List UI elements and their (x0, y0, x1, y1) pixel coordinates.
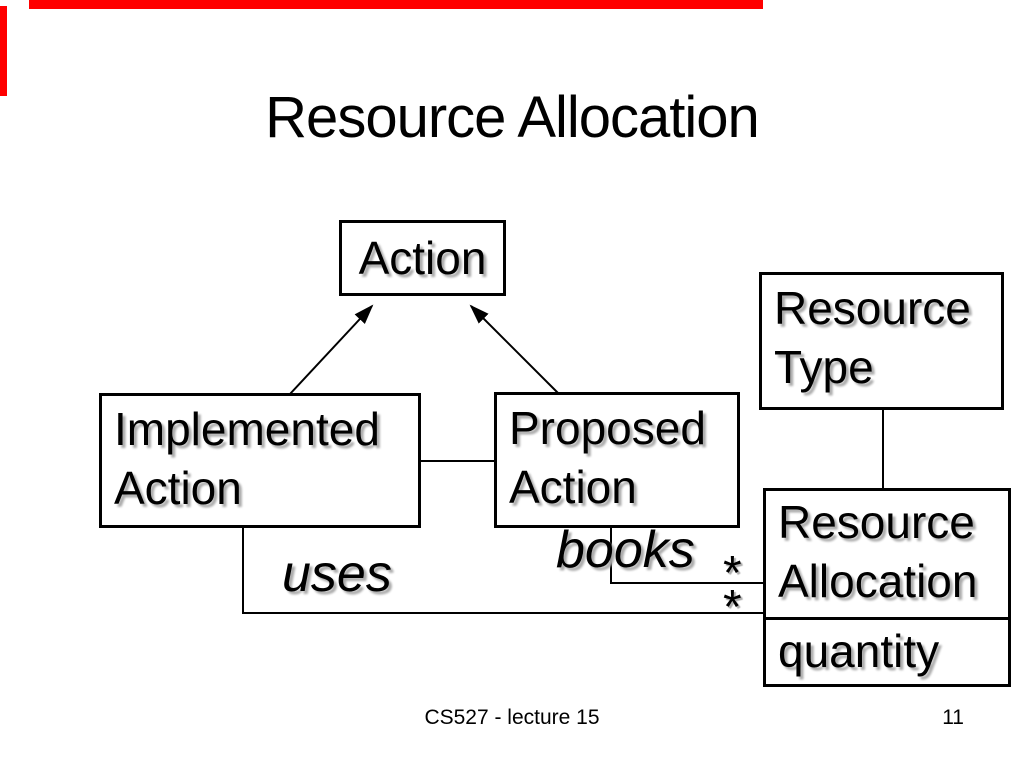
class-box-resource-type: Resource Type (759, 272, 1004, 410)
footer-course-label: CS527 - lecture 15 (424, 706, 600, 729)
slide-title: Resource Allocation (265, 85, 760, 150)
red-top-border (29, 0, 763, 9)
multiplicity-books: * (723, 547, 742, 600)
class-box-resource-allocation: Resource Allocation quantity (763, 488, 1011, 687)
class-name-resource-type: Resource Type (774, 282, 971, 393)
class-name-action: Action (358, 231, 487, 284)
class-name-implemented-action: Implemented Action (114, 403, 380, 514)
association-label-uses: uses (282, 545, 392, 603)
association-label-books: books (556, 521, 695, 579)
class-attribute-quantity: quantity (766, 617, 1008, 684)
class-name-resource-allocation: Resource Allocation (778, 496, 978, 607)
generalization-arrow-implemented-to-action (289, 304, 374, 395)
association-uses-line (242, 527, 764, 614)
class-box-proposed-action: Proposed Action (494, 392, 740, 528)
class-name-proposed-action: Proposed Action (509, 402, 706, 513)
slide-page-number: 11 (942, 706, 964, 729)
association-books-line (610, 527, 764, 584)
generalization-arrow-proposed-to-action (469, 304, 559, 394)
multiplicity-uses: * (723, 581, 742, 634)
red-left-border (0, 6, 7, 96)
class-box-action: Action (339, 220, 506, 296)
class-box-implemented-action: Implemented Action (99, 393, 421, 528)
